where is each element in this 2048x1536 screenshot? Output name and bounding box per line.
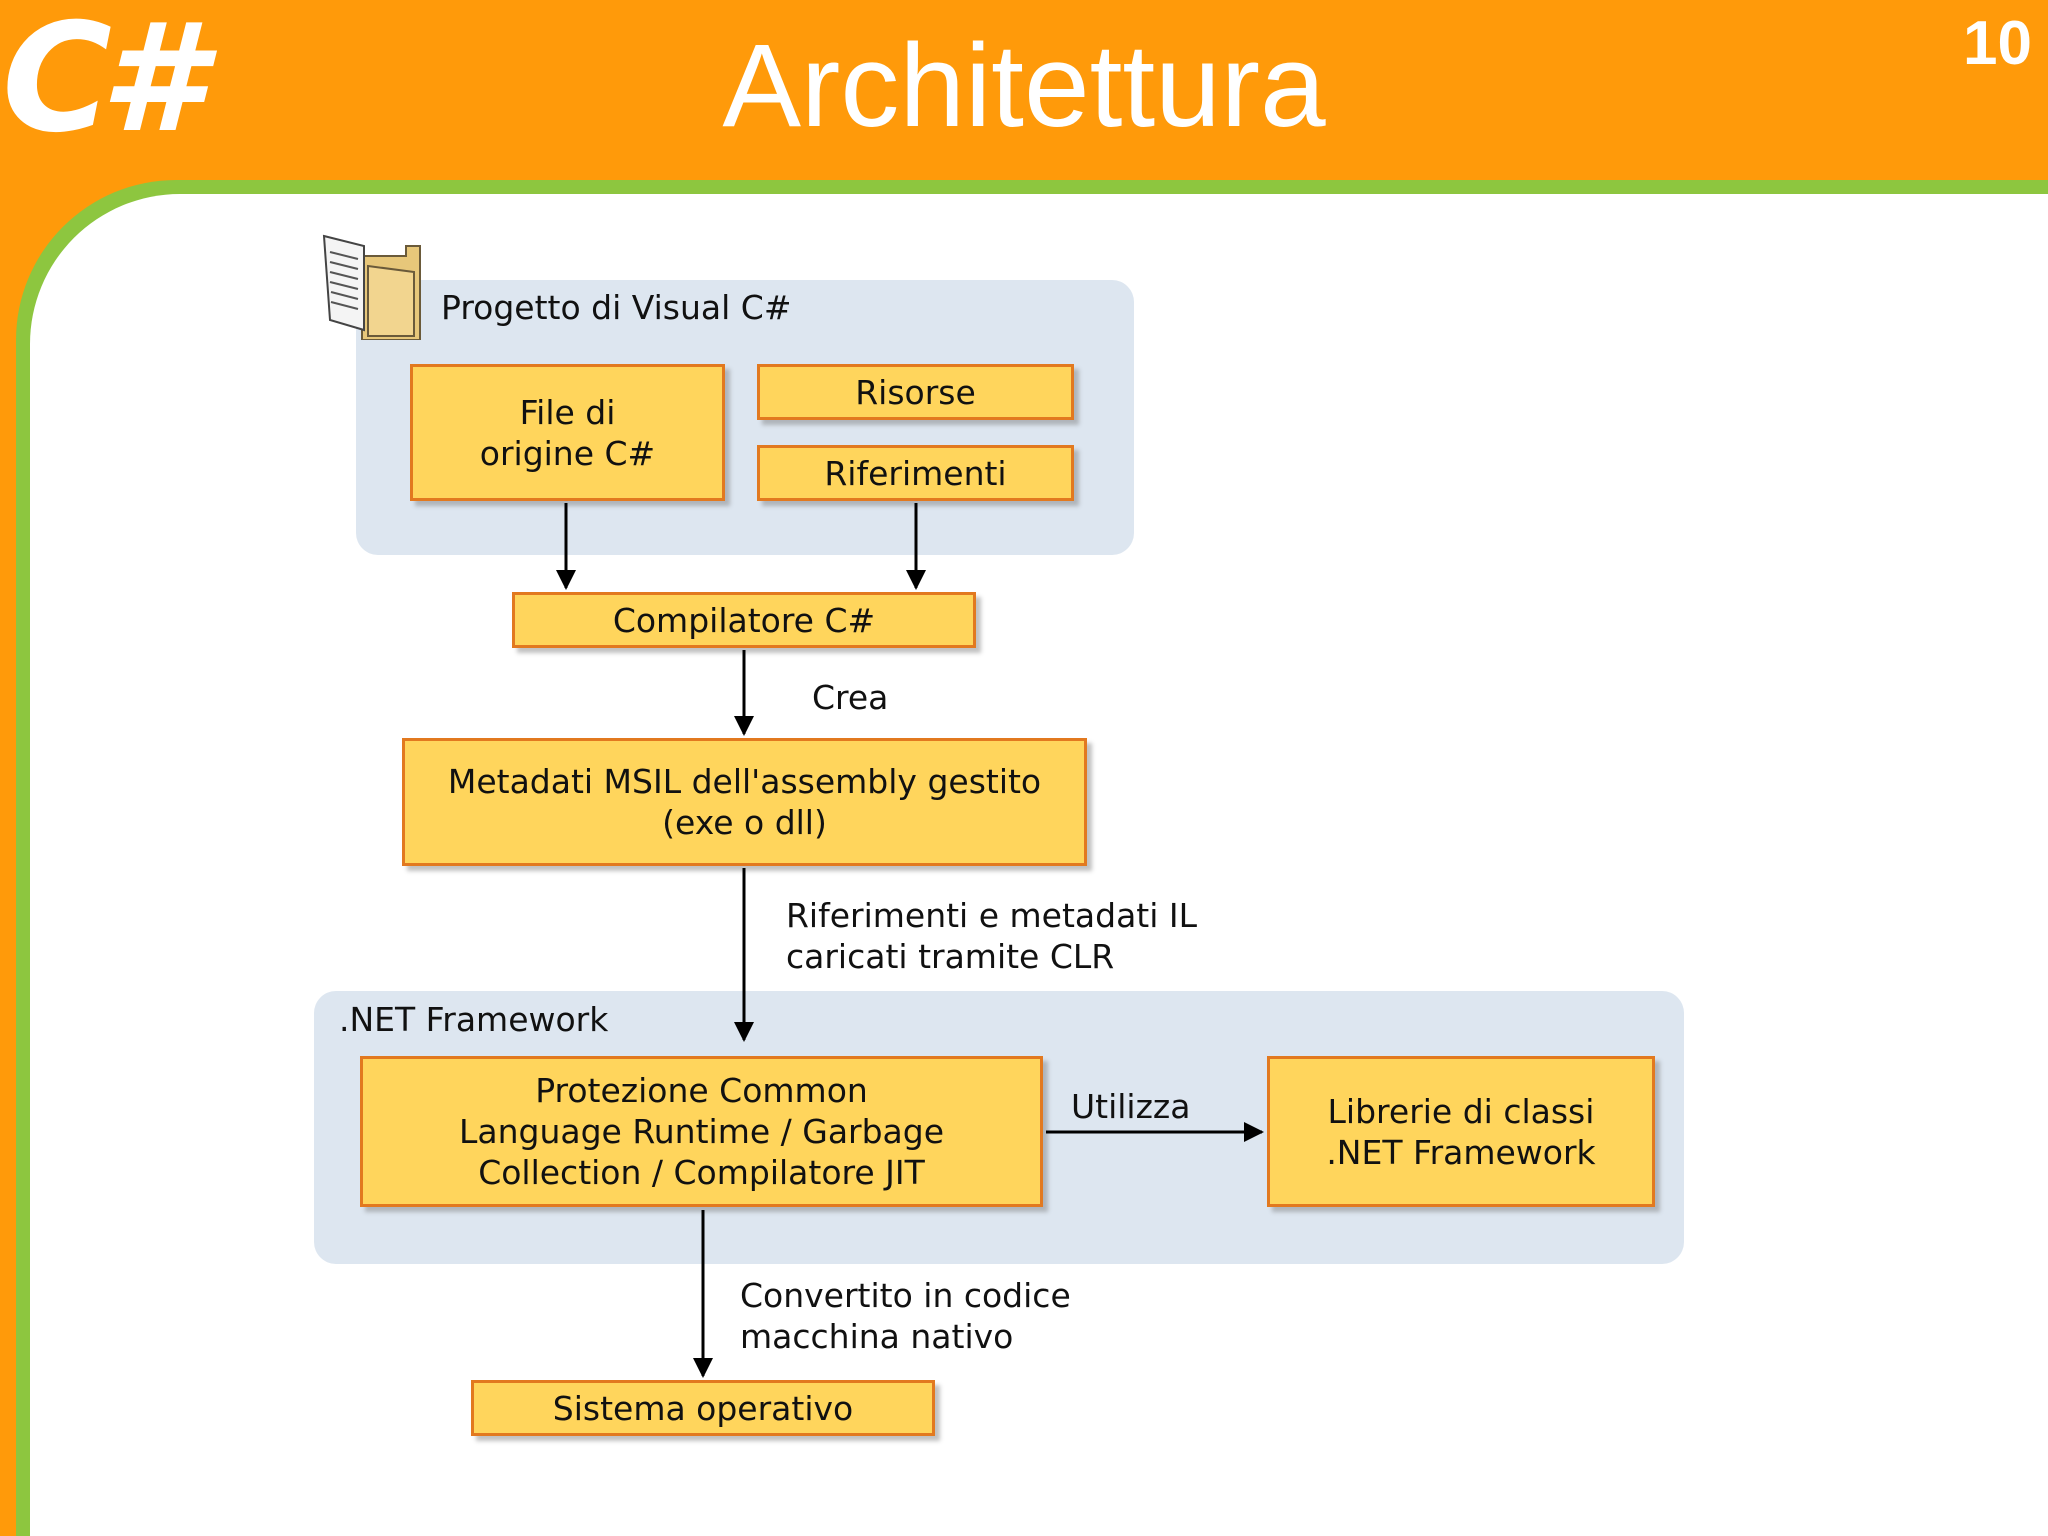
class-libraries-box: Librerie di classi .NET Framework bbox=[1267, 1056, 1655, 1207]
compiler-box: Compilatore C# bbox=[512, 592, 976, 648]
resources-box: Risorse bbox=[757, 364, 1074, 420]
references-box: Riferimenti bbox=[757, 445, 1074, 501]
page-number: 10 bbox=[1963, 9, 2032, 78]
source-files-box: File di origine C# bbox=[410, 364, 725, 501]
edge-label-converted: Convertito in codice macchina nativo bbox=[740, 1276, 1071, 1356]
clr-box: Protezione Common Language Runtime / Gar… bbox=[360, 1056, 1043, 1207]
edge-label-loaded: Riferimenti e metadati IL caricati trami… bbox=[786, 896, 1198, 976]
project-group-label: Progetto di Visual C# bbox=[441, 288, 792, 327]
documents-folder-icon bbox=[322, 234, 421, 340]
slide-title: Architettura bbox=[722, 20, 1326, 152]
operating-system-box: Sistema operativo bbox=[471, 1380, 935, 1436]
assembly-box: Metadati MSIL dell'assembly gestito (exe… bbox=[402, 738, 1087, 866]
csharp-logo: C# bbox=[2, 0, 204, 166]
framework-group-label: .NET Framework bbox=[339, 1000, 609, 1039]
edge-label-uses: Utilizza bbox=[1071, 1087, 1191, 1126]
edge-label-creates: Crea bbox=[812, 678, 889, 717]
